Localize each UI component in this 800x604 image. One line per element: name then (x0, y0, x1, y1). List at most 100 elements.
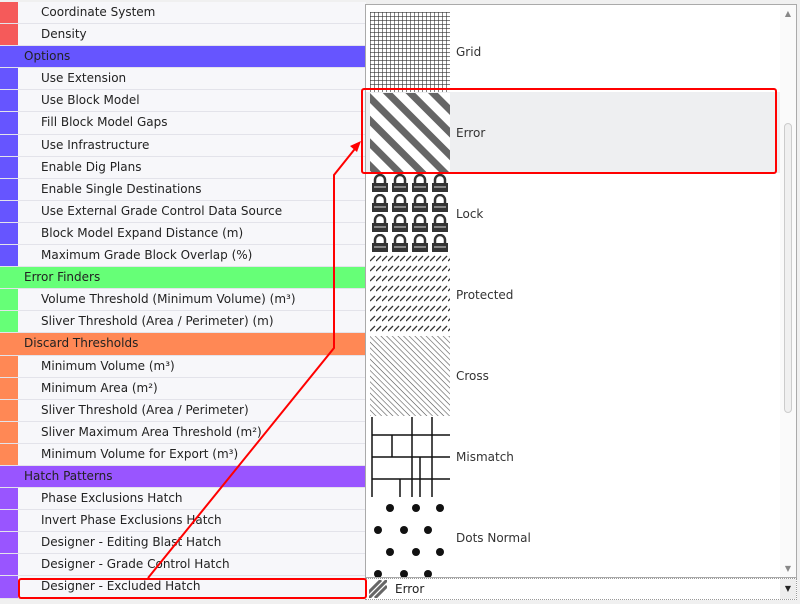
property-row[interactable]: Minimum Area (m²) (0, 377, 366, 400)
property-row[interactable]: Maximum Grade Block Overlap (%) (0, 245, 366, 268)
category-strip (0, 156, 18, 178)
category-strip (0, 576, 18, 598)
property-label: Enable Dig Plans (41, 159, 142, 174)
property-label: Enable Single Destinations (41, 181, 202, 196)
category-label: Error Finders (24, 270, 101, 285)
category-strip (0, 532, 18, 554)
pattern-option-grid[interactable]: Grid (366, 11, 780, 92)
property-row[interactable]: Sliver Maximum Area Threshold (m²) (0, 421, 366, 444)
category-strip (0, 399, 18, 421)
property-row[interactable]: Invert Phase Exclusions Hatch (0, 510, 366, 533)
property-label: Designer - Editing Blast Hatch (41, 535, 222, 550)
pattern-option-lock[interactable]: Lock (366, 173, 780, 254)
error-pattern-icon (370, 92, 450, 173)
category-strip (0, 443, 18, 465)
property-label: Use Extension (41, 71, 127, 86)
scrollbar[interactable]: ▲ ▼ (780, 5, 796, 577)
category-strip (0, 112, 18, 134)
property-row[interactable]: Enable Dig Plans (0, 156, 366, 179)
property-row[interactable]: Minimum Volume for Export (m³) (0, 443, 366, 466)
property-row[interactable]: Use Infrastructure (0, 134, 366, 157)
error-hatch-icon (369, 580, 387, 598)
property-label: Use External Grade Control Data Source (41, 203, 283, 218)
category-strip (0, 311, 18, 333)
property-label: Designer - Excluded Hatch (41, 579, 201, 594)
property-label: Density (41, 27, 87, 42)
pattern-option-error[interactable]: Error (366, 92, 780, 173)
hatch-pattern-combo[interactable]: Error ▼ (365, 578, 797, 600)
pattern-option-dots-normal[interactable]: Dots Normal (366, 497, 780, 577)
category-discard[interactable]: Discard Thresholds (0, 333, 366, 356)
property-label: Phase Exclusions Hatch (41, 491, 183, 506)
protected-pattern-icon (370, 254, 450, 335)
property-row[interactable]: Density (0, 24, 366, 47)
property-row[interactable]: Use Block Model (0, 90, 366, 113)
property-row[interactable]: Sliver Threshold (Area / Perimeter) (m) (0, 311, 366, 334)
property-row[interactable]: Phase Exclusions Hatch (0, 488, 366, 511)
pattern-name: Protected (456, 287, 514, 302)
scroll-up-icon[interactable]: ▲ (784, 9, 792, 18)
property-row[interactable]: Block Model Expand Distance (m) (0, 222, 366, 246)
property-label: Block Model Expand Distance (m) (41, 225, 244, 240)
category-label: Options (24, 49, 71, 64)
property-label: Fill Block Model Gaps (41, 115, 168, 130)
category-strip (0, 510, 18, 532)
category-strip (0, 222, 18, 245)
property-label: Designer - Grade Control Hatch (41, 557, 230, 572)
dots-normal-pattern-icon (374, 503, 444, 577)
property-row[interactable]: Designer - Grade Control Hatch (0, 554, 366, 577)
category-strip (0, 488, 18, 510)
scroll-thumb[interactable] (784, 123, 792, 413)
chevron-down-icon[interactable]: ▼ (780, 579, 796, 599)
property-label: Sliver Threshold (Area / Perimeter) (41, 402, 249, 417)
property-row[interactable]: Volume Threshold (Minimum Volume) (m³) (0, 289, 366, 312)
property-row[interactable]: Use Extension (0, 68, 366, 91)
property-row[interactable]: Sliver Threshold (Area / Perimeter) (0, 399, 366, 422)
lock-pattern-icon (370, 173, 450, 254)
pattern-name: Mismatch (456, 449, 514, 464)
category-strip (0, 355, 18, 377)
mismatch-pattern-icon (371, 416, 450, 497)
property-label: Sliver Maximum Area Threshold (m²) (41, 424, 262, 439)
pattern-name: Error (456, 125, 486, 140)
category-strip (0, 178, 18, 200)
scroll-down-icon[interactable]: ▼ (784, 564, 792, 573)
property-label: Maximum Grade Block Overlap (%) (41, 248, 253, 263)
pattern-name: Lock (456, 206, 484, 221)
cross-pattern-icon (370, 335, 450, 416)
property-row[interactable]: Coordinate System (0, 2, 366, 25)
property-row[interactable]: Fill Block Model Gaps (0, 112, 366, 135)
property-label: Use Block Model (41, 93, 140, 108)
pattern-name: Grid (456, 44, 482, 59)
property-label: Minimum Volume (m³) (41, 358, 175, 373)
pattern-name: Dots Normal (456, 530, 531, 545)
category-strip (0, 90, 18, 112)
category-strip (0, 554, 18, 576)
category-hatch[interactable]: Hatch Patterns (0, 465, 366, 489)
category-strip (0, 2, 18, 24)
pattern-option-mismatch[interactable]: Mismatch (366, 416, 780, 497)
category-label: Discard Thresholds (24, 336, 139, 351)
property-label: Minimum Area (m²) (41, 380, 158, 395)
category-error_finders[interactable]: Error Finders (0, 267, 366, 290)
property-label: Use Infrastructure (41, 137, 150, 152)
pattern-option-cross[interactable]: Cross (366, 335, 780, 416)
property-label: Minimum Volume for Export (m³) (41, 446, 239, 461)
property-row[interactable]: Use External Grade Control Data Source (0, 200, 366, 223)
category-strip (0, 134, 18, 156)
property-row[interactable]: Designer - Editing Blast Hatch (0, 532, 366, 555)
category-strip (0, 421, 18, 443)
property-row[interactable]: Designer - Excluded Hatch (0, 576, 366, 599)
combo-value: Error (395, 582, 425, 596)
property-label: Invert Phase Exclusions Hatch (41, 513, 222, 528)
property-row[interactable]: Minimum Volume (m³) (0, 355, 366, 378)
category-strip (0, 377, 18, 399)
property-row[interactable]: Enable Single Destinations (0, 178, 366, 201)
category-label: Hatch Patterns (24, 468, 113, 483)
property-label: Volume Threshold (Minimum Volume) (m³) (41, 292, 296, 307)
pattern-option-protected[interactable]: Protected (366, 254, 780, 335)
category-options[interactable]: Options (0, 46, 366, 69)
category-strip (0, 24, 18, 46)
